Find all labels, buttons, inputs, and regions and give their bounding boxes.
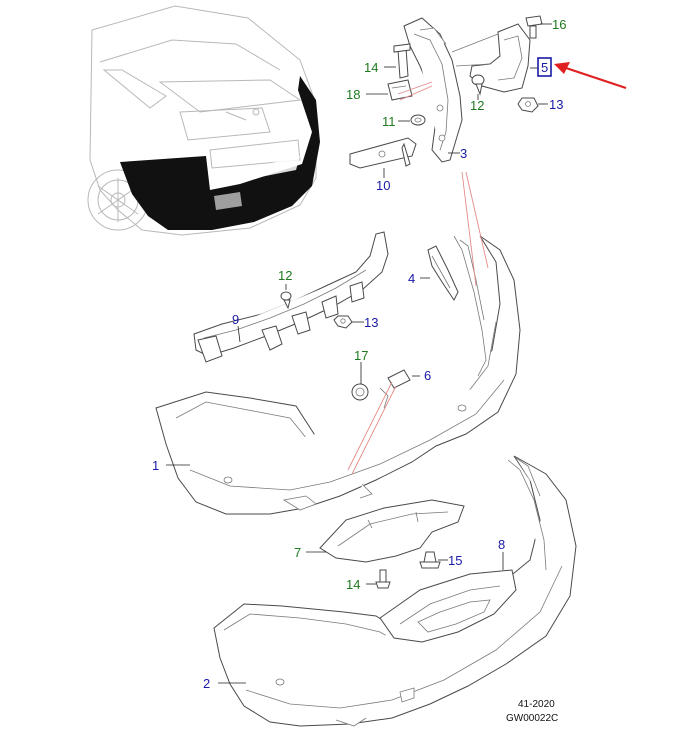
callout-8: 8 [498, 537, 505, 552]
callout-10: 10 [376, 178, 390, 193]
sensor-bracket-part9 [193, 231, 389, 363]
bracket-part10 [349, 137, 417, 169]
energy-absorber-part4 [427, 245, 459, 301]
callout-11: 11 [382, 114, 396, 129]
screw-part16 [525, 15, 543, 39]
clip-part18 [387, 79, 413, 101]
mounting-bracket-part5 [451, 23, 531, 93]
callout-12-lower: 12 [278, 268, 292, 283]
pink-leader-lines [347, 81, 489, 475]
nut-part13-lower [333, 315, 353, 329]
undertray-part7 [319, 499, 465, 563]
callout-2: 2 [203, 676, 210, 691]
callout-14-lower: 14 [346, 577, 360, 592]
callout-13-upper: 13 [549, 97, 563, 112]
callout-5-highlight-box [537, 57, 552, 77]
callout-12-upper: 12 [470, 98, 484, 113]
highlight-arrow [554, 62, 627, 90]
callout-3: 3 [460, 146, 467, 161]
callout-5: 5 [541, 60, 548, 75]
bolt-part14-lower [375, 569, 391, 589]
highlighted-bumper-panel [120, 76, 320, 230]
callout-6: 6 [424, 368, 431, 383]
diffuser-part8 [379, 569, 517, 643]
fastener-part12-upper [471, 74, 485, 96]
callout-16: 16 [552, 17, 566, 32]
callout-14-upper: 14 [364, 60, 378, 75]
rear-bumper-cover-upper [155, 235, 521, 515]
drawing-reference: 41-2020 GW00022C [506, 699, 558, 724]
drawing-id: GW00022C [506, 713, 558, 724]
callout-9: 9 [232, 312, 239, 327]
bolt-part15 [419, 551, 441, 569]
bumper-side-bracket [403, 17, 463, 163]
parking-sensor-part17 [351, 383, 369, 401]
bolt-part14-upper [393, 43, 411, 79]
callout-7: 7 [294, 545, 301, 560]
nut-part13-upper [517, 97, 539, 113]
callout-18: 18 [346, 87, 360, 102]
callout-15: 15 [448, 553, 462, 568]
callout-4: 4 [408, 271, 415, 286]
callout-13-lower: 13 [364, 315, 378, 330]
callout-1: 1 [152, 458, 159, 473]
reference-code: 41-2020 [518, 699, 555, 710]
nut-part11 [410, 114, 426, 126]
callout-labels: 1 2 3 4 5 6 7 8 9 10 11 12 12 13 13 14 1… [152, 17, 566, 691]
fastener-part12-lower [280, 291, 292, 310]
callout-17: 17 [354, 348, 368, 363]
